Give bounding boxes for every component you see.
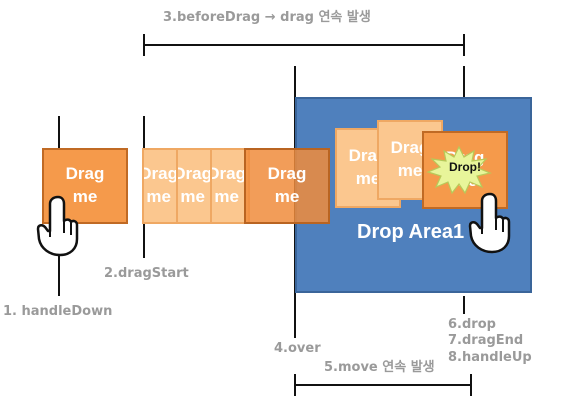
drag-ghost-box-3-label: Drag me — [210, 164, 246, 206]
over-label: 4.over — [274, 341, 321, 356]
before-drag-bracket-left-tick — [143, 34, 145, 56]
starburst-icon — [426, 145, 492, 195]
handle-down-marker-line-lower — [58, 250, 60, 296]
move-label: 5.move 연속 발생 — [324, 360, 435, 375]
before-drag-label: 3.beforeDrag → drag 연속 발생 — [163, 10, 371, 25]
move-bracket-line — [294, 384, 472, 386]
drop-area-title: Drop Area1 — [357, 221, 465, 243]
move-bracket-right-tick — [470, 374, 472, 396]
drop-label: 6.drop — [448, 317, 496, 332]
handle-down-label: 1. handleDown — [3, 304, 113, 319]
before-drag-bracket-right-tick — [463, 34, 465, 56]
drop-ghost-box-2-label: Drag me — [390, 138, 430, 180]
drag-start-label: 2.dragStart — [104, 266, 189, 281]
drag-box-moving[interactable]: Drag me — [244, 148, 330, 224]
drag-ghost-box-2: Drag me — [176, 148, 216, 224]
drag-ghost-box-2-label: Drag me — [176, 164, 212, 206]
handle-up-label: 8.handleUp — [448, 350, 532, 365]
drop-marker-line-lower — [463, 296, 465, 314]
move-bracket-left-tick — [294, 374, 296, 396]
drag-ghost-box-1: Drag me — [142, 148, 182, 224]
drag-end-label: 7.dragEnd — [448, 333, 524, 348]
drag-ghost-box-1-label: Drag me — [142, 164, 178, 206]
drag-box-original-label: Drag me — [65, 164, 105, 206]
handle-down-marker-line — [58, 116, 60, 150]
drag-box-moving-label: Drag me — [267, 164, 307, 206]
drop-burst-label: Drop! — [449, 160, 481, 174]
hand-pointer-icon — [468, 192, 511, 254]
before-drag-bracket-line — [143, 44, 465, 46]
hand-pointer-icon — [36, 195, 79, 257]
